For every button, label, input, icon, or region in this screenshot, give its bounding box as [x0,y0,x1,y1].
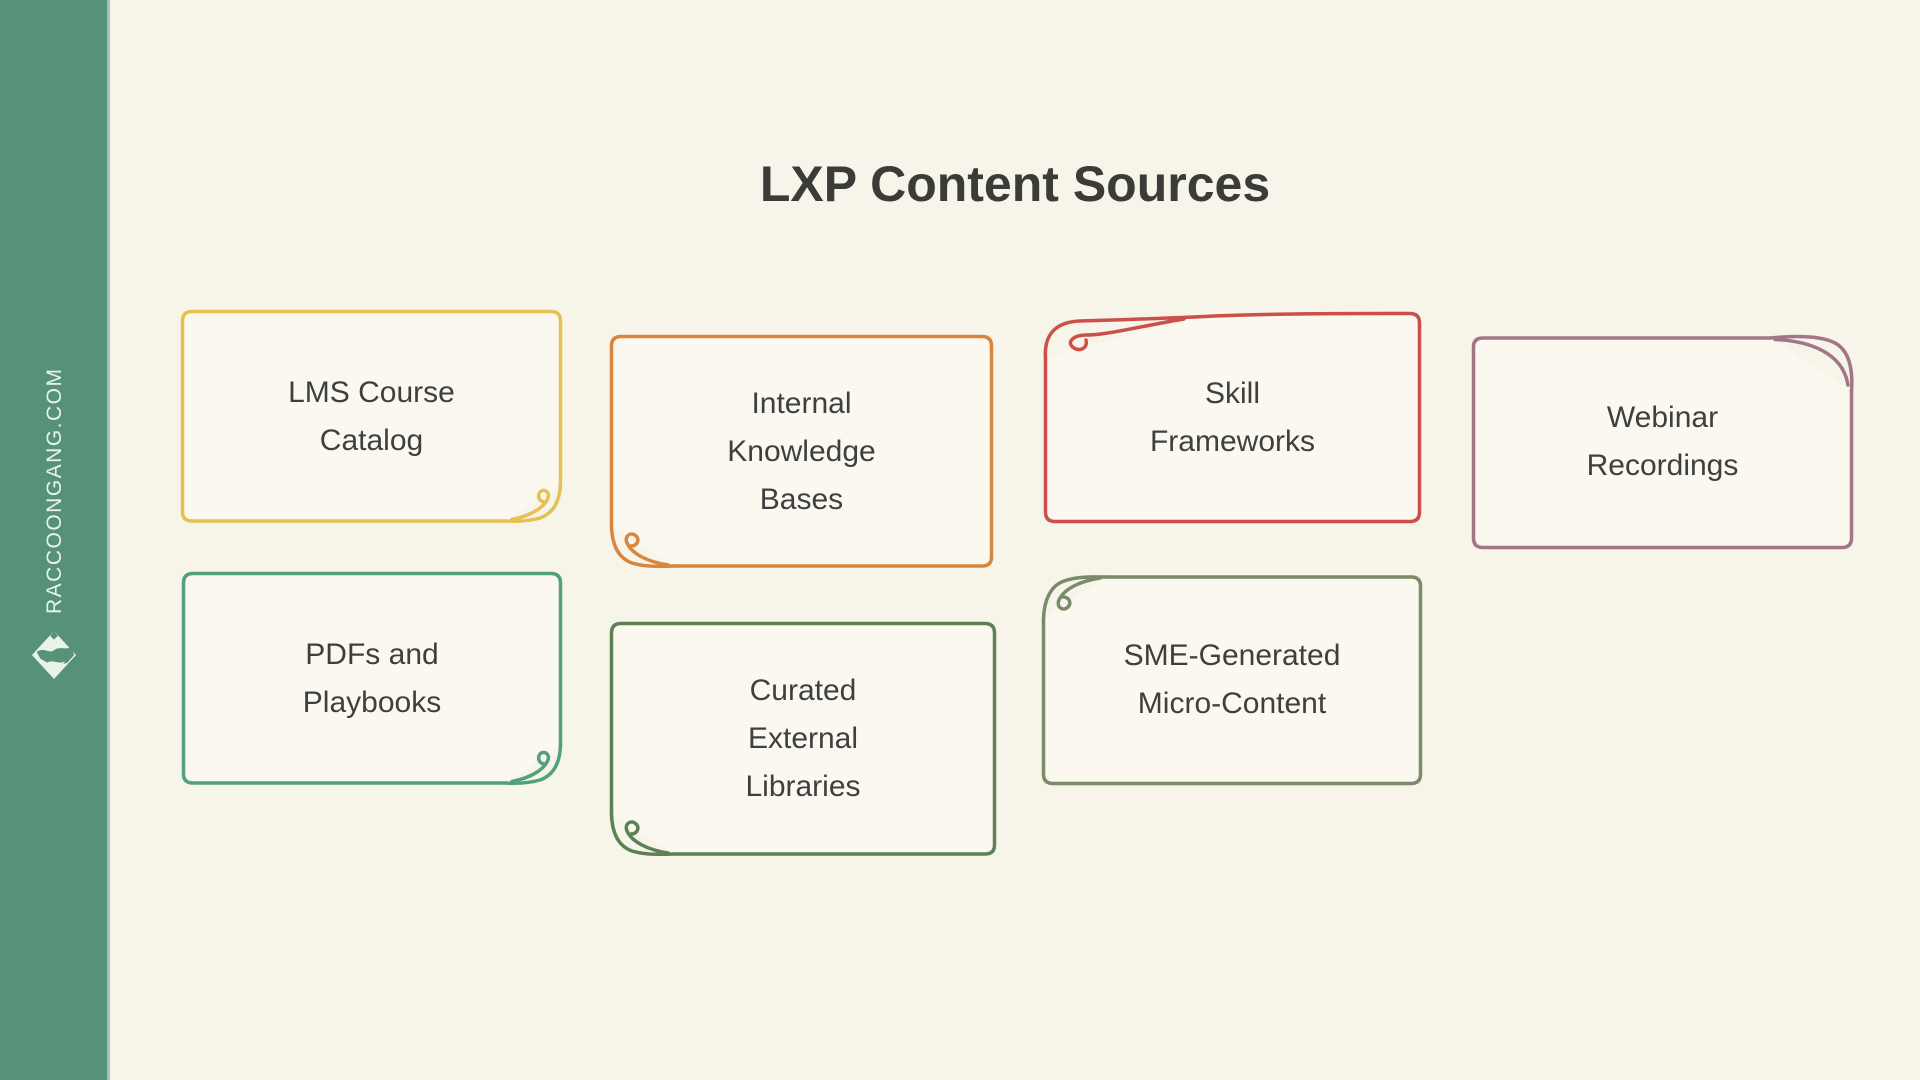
card-label: LMS Course Catalog [288,375,455,457]
card-border-note-icon [181,571,563,785]
card-border-note-icon [180,309,563,523]
card-lms-course-catalog: LMS Course Catalog [179,308,564,525]
card-border-note-icon [1043,311,1422,524]
card-pdfs-and-playbooks: PDFs and Playbooks [180,570,564,787]
card-label: Skill Frameworks [1149,376,1315,458]
card-label: Curated External Libraries [745,674,861,803]
card-skill-frameworks: Skill Frameworks [1042,310,1423,525]
card-internal-knowledge-bases: Internal Knowledge Bases [608,333,995,570]
sidebar-brand-text: RACCOONGANG.COM [43,367,66,615]
card-border-note-icon [1041,575,1423,786]
sidebar-edge-highlight [107,0,110,1080]
card-border-note-icon [609,621,997,857]
card-curated-external-libraries: Curated External Libraries [608,620,998,858]
card-border-note-icon [609,334,994,569]
card-label: Internal Knowledge Bases [727,386,876,516]
card-label: SME-Generated Micro-Content [1123,639,1341,720]
card-sme-generated-micro-content: SME-Generated Micro-Content [1040,573,1424,787]
card-border-note-icon [1471,334,1854,550]
page-title: LXP Content Sources [759,156,1271,212]
card-label: PDFs and Playbooks [302,637,442,719]
card-webinar-recordings: Webinar Recordings [1470,333,1855,551]
raccoon-diamond-logo-icon [31,631,77,679]
card-label: Webinar Recordings [1586,401,1739,482]
brand-sidebar: RACCOONGANG.COM [0,0,110,1080]
